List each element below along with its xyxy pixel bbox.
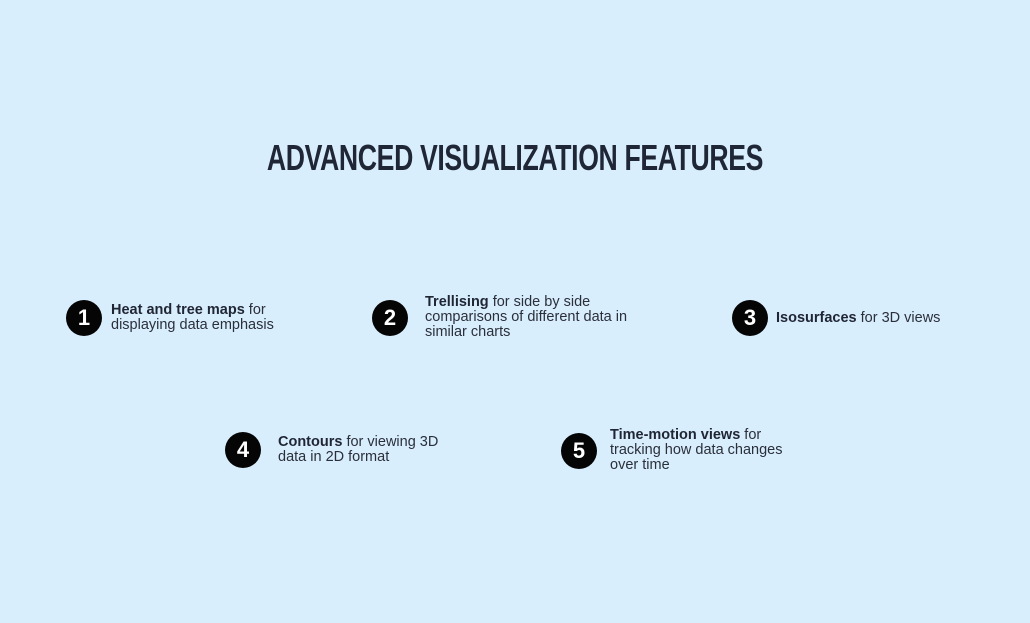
number-badge-3: 3 — [732, 300, 768, 336]
feature-text-5: for tracking how data changes over time — [610, 427, 783, 473]
feature-description-3: Isosurfaces for 3D views — [776, 309, 976, 326]
feature-description-4: Contours for viewing 3D data in 2D forma… — [278, 435, 468, 465]
feature-title-1: Heat and tree maps — [111, 302, 245, 318]
feature-item-2: 2 Trellising for side by side comparison… — [372, 295, 665, 340]
feature-title-2: Trellising — [425, 294, 489, 310]
feature-item-5: 5 Time-motion views for tracking how dat… — [561, 428, 810, 473]
feature-item-1: 1 Heat and tree maps for displaying data… — [66, 300, 311, 336]
number-badge-1: 1 — [66, 300, 102, 336]
number-badge-2: 2 — [372, 299, 408, 336]
feature-text-1: for displaying data emphasis — [111, 302, 274, 333]
page-title: ADVANCED VISUALIZATION FEATURES — [266, 137, 764, 178]
feature-text-2: for side by side comparisons of differen… — [425, 294, 628, 340]
number-badge-5: 5 — [561, 432, 597, 469]
feature-description-5: Time-motion views for tracking how data … — [610, 428, 810, 473]
feature-item-4: 4 Contours for viewing 3D data in 2D for… — [225, 432, 468, 468]
feature-text-4: for viewing 3D data in 2D format — [278, 434, 439, 465]
feature-description-2: Trellising for side by side comparisons … — [425, 295, 665, 340]
feature-title-3: Isosurfaces — [776, 309, 857, 326]
feature-title-5: Time-motion views — [610, 427, 741, 443]
feature-item-3: 3 Isosurfaces for 3D views — [732, 300, 976, 336]
feature-text-3: for 3D views — [856, 309, 941, 326]
number-badge-4: 4 — [225, 432, 261, 468]
feature-title-4: Contours — [278, 434, 343, 450]
feature-description-1: Heat and tree maps for displaying data e… — [111, 303, 311, 333]
